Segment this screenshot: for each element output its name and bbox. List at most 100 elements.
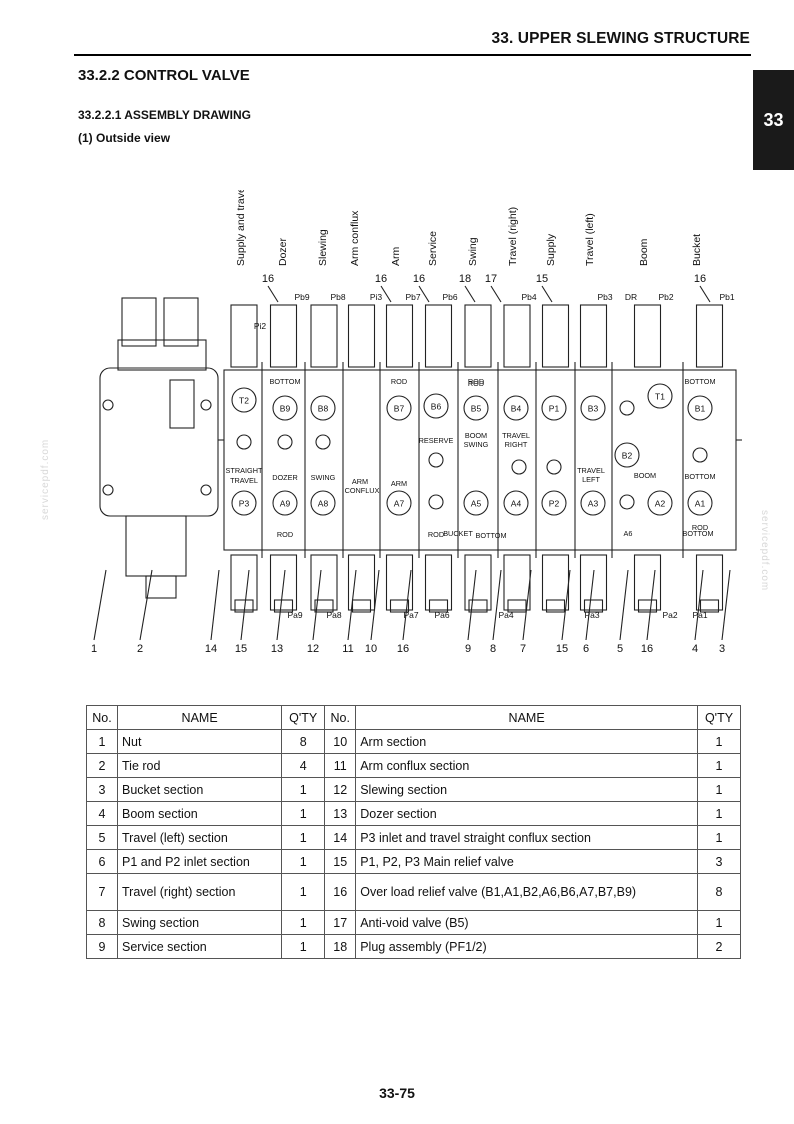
spool-text: BOTTOM (475, 531, 506, 540)
parts-table-header: No. NAME Q'TY No. NAME Q'TY (86, 705, 741, 730)
callout-number: 17 (485, 273, 497, 285)
pilot-port-label: Pb3 (597, 292, 612, 302)
callout-number: 16 (413, 273, 425, 285)
part-qty: 2 (697, 934, 741, 959)
callout-number: 15 (235, 643, 247, 655)
pilot-port-label: Pa9 (287, 610, 302, 620)
port-label: A7 (394, 499, 405, 509)
watermark-right: servicepdf.com (759, 510, 770, 592)
chapter-tab: 33 (753, 70, 794, 170)
part-qty: 1 (281, 910, 326, 935)
part-no: 7 (86, 873, 118, 911)
pilot-port-label: Pa2 (662, 610, 677, 620)
callout-number: 7 (520, 643, 526, 655)
part-no: 13 (324, 801, 357, 826)
section-label: Supply and travel straight (235, 190, 247, 266)
callout-number: 16 (641, 643, 653, 655)
spool-text: TRAVEL (577, 466, 605, 475)
section-label: Bucket (691, 234, 703, 266)
view-label: (1) Outside view (78, 131, 171, 145)
port-label: B5 (471, 404, 482, 414)
spool-text: CONFLUX (345, 486, 380, 495)
port-label: B8 (318, 404, 329, 414)
part-no: 14 (324, 825, 357, 850)
part-qty: 1 (697, 777, 741, 802)
part-qty: 1 (281, 801, 326, 826)
spool-text: ARM (391, 479, 407, 488)
port-label: B2 (622, 451, 633, 461)
callout-number: 18 (459, 273, 471, 285)
part-qty: 1 (281, 777, 326, 802)
section-label: Travel (left) (584, 213, 596, 266)
part-qty: 1 (281, 873, 326, 911)
callout-number: 4 (692, 643, 698, 655)
part-name: Travel (right) section (116, 873, 283, 911)
spool-text: BOTTOM (269, 377, 300, 386)
spool-text: SWING (311, 473, 336, 482)
spool-text: BOOM (465, 431, 487, 440)
port-label: A2 (655, 499, 666, 509)
callout-number: 10 (365, 643, 377, 655)
pilot-port-label: Pb2 (658, 292, 673, 302)
pilot-port-label: Pa7 (403, 610, 418, 620)
callout-number: 15 (536, 273, 548, 285)
part-no: 10 (324, 729, 357, 754)
callout-number: 6 (583, 643, 589, 655)
section-heading: 33.2.2 CONTROL VALVE (78, 67, 250, 84)
part-no: 12 (324, 777, 357, 802)
part-no: 3 (86, 777, 118, 802)
header-name: NAME (355, 705, 698, 730)
part-name: Anti-void valve (B5) (355, 910, 698, 935)
port-label: A3 (588, 499, 599, 509)
part-qty: 1 (281, 849, 326, 874)
part-name: Boom section (116, 801, 283, 826)
part-name: Swing section (116, 910, 283, 935)
spool-text: ARM (352, 477, 368, 486)
section-label: Arm (390, 247, 402, 267)
part-no: 17 (324, 910, 357, 935)
part-name: Tie rod (116, 753, 283, 778)
port-label: P3 (239, 499, 250, 509)
spool-text: ROD (692, 523, 708, 532)
port-label: A1 (695, 499, 706, 509)
spool-text: BOOM (634, 471, 656, 480)
callout-number: 8 (490, 643, 496, 655)
section-label: Dozer (277, 237, 289, 266)
part-name: P1 and P2 inlet section (116, 849, 283, 874)
spool-text: TRAVEL (230, 476, 258, 485)
part-no: 2 (86, 753, 118, 778)
header-no: No. (324, 705, 357, 730)
part-name: P3 inlet and travel straight conflux sec… (355, 825, 698, 850)
part-qty: 4 (281, 753, 326, 778)
pilot-port-label: Pb9 (294, 292, 309, 302)
callout-number: 12 (307, 643, 319, 655)
port-label: A8 (318, 499, 329, 509)
callout-number: 13 (271, 643, 283, 655)
spool-text: ROD (428, 530, 444, 539)
section-label: Arm conflux (349, 210, 361, 266)
pilot-port-label: Pi3 (370, 292, 383, 302)
callout-number: 14 (205, 643, 217, 655)
part-no: 1 (86, 729, 118, 754)
port-label: A9 (280, 499, 291, 509)
port-label: T1 (655, 392, 665, 402)
header-name: NAME (116, 705, 283, 730)
part-no: 9 (86, 934, 118, 959)
part-name: P1, P2, P3 Main relief valve (355, 849, 698, 874)
pilot-port-label: Pb7 (405, 292, 420, 302)
callout-number: 5 (617, 643, 623, 655)
part-no: 6 (86, 849, 118, 874)
callout-number: 16 (262, 273, 274, 285)
section-label: Supply (545, 233, 557, 266)
page-header-title: 33. UPPER SLEWING STRUCTURE (491, 30, 750, 47)
spool-text: BOTTOM (684, 377, 715, 386)
spool-text: BOTTOM (684, 472, 715, 481)
spool-text: TRAVEL (502, 431, 530, 440)
port-label: B1 (695, 404, 706, 414)
spool-text: RIGHT (505, 440, 528, 449)
